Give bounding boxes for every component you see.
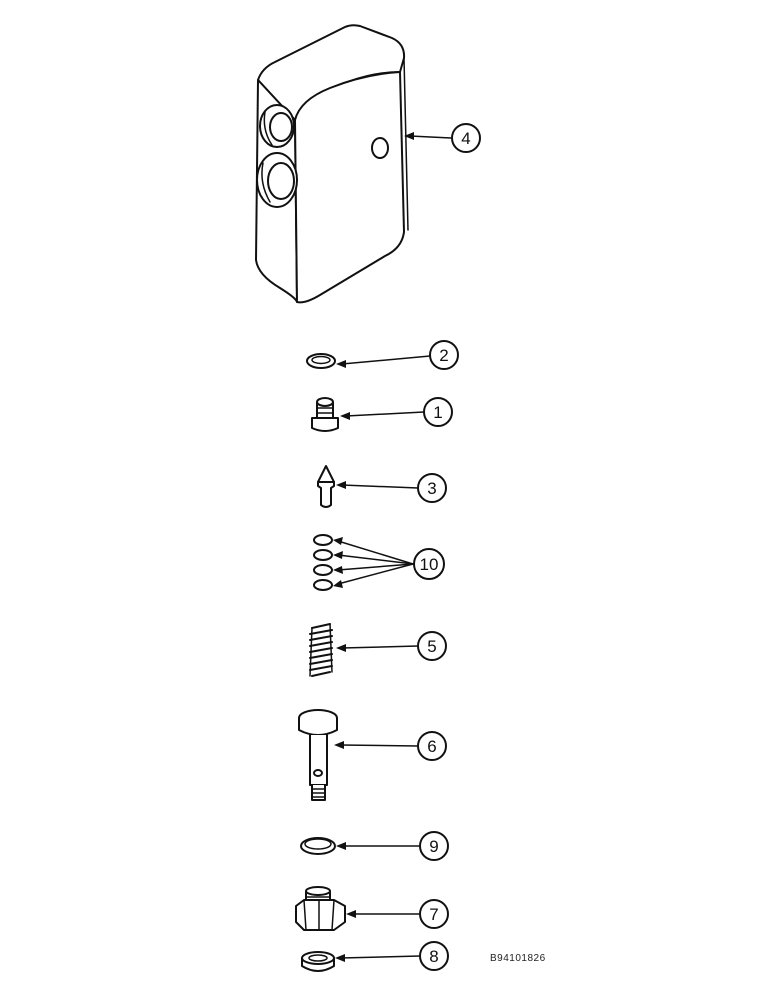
- ring-part-2: [306, 353, 336, 369]
- port-lower: [256, 152, 298, 208]
- o-rings-part-10: [313, 534, 333, 591]
- valve-body-part-4: [255, 24, 409, 304]
- spring-part-5: [309, 623, 333, 677]
- callout-label: 6: [427, 737, 436, 756]
- port-upper: [259, 104, 295, 148]
- callout-label: 1: [433, 403, 442, 422]
- callout-label: 4: [461, 129, 470, 148]
- callout-5: 5: [417, 631, 447, 661]
- callout-label: 7: [429, 905, 438, 924]
- stem-part-6: [298, 709, 338, 801]
- ring-part-9: [300, 837, 336, 855]
- figure-id: B94101826: [490, 953, 546, 964]
- callout-7: 7: [419, 899, 449, 929]
- callout-2: 2: [429, 340, 459, 370]
- callout-label: 2: [439, 346, 448, 365]
- callout-label: 8: [429, 947, 438, 966]
- callout-9: 9: [419, 831, 449, 861]
- callout-8: 8: [419, 941, 449, 971]
- callout-label: 10: [420, 555, 439, 574]
- callout-10: 10: [413, 548, 445, 580]
- small-port: [371, 137, 389, 159]
- poppet-part-3: [317, 465, 335, 508]
- callout-label: 5: [427, 637, 436, 656]
- fitting-part-1: [311, 397, 339, 432]
- washer-part-8: [301, 951, 335, 972]
- callout-label: 3: [427, 479, 436, 498]
- plug-part-7: [295, 886, 346, 931]
- callout-4: 4: [451, 123, 481, 153]
- callout-3: 3: [417, 473, 447, 503]
- callout-label: 9: [429, 837, 438, 856]
- callout-6: 6: [417, 731, 447, 761]
- callout-1: 1: [423, 397, 453, 427]
- leader-lines: [333, 132, 452, 962]
